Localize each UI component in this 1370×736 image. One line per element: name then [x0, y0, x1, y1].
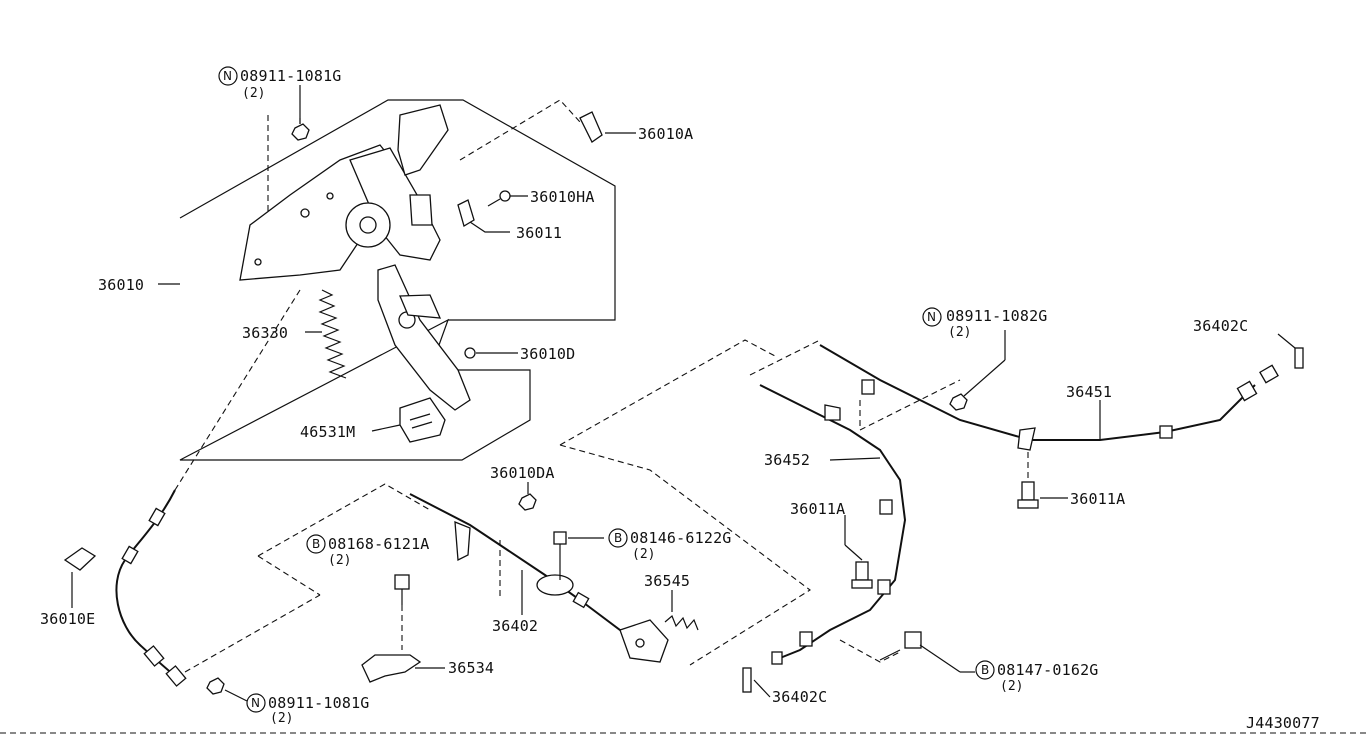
bolt-08146 [553, 531, 604, 580]
label-36452: 36452 [764, 451, 810, 469]
leader-36452 [829, 457, 881, 461]
callout-08168-6121a: B 08168-6121A (2) [306, 534, 430, 568]
part-number: 08911-1081G [268, 694, 370, 712]
leader-08911-1082g-b [963, 359, 1006, 397]
nut-36010d [464, 347, 476, 359]
return-spring [318, 289, 347, 379]
clip-36402c-top [1294, 347, 1304, 369]
pedal-arm [377, 264, 471, 411]
label-36402c-top: 36402C [1193, 317, 1248, 335]
label-36010: 36010 [98, 276, 144, 294]
part-number: 08911-1082G [946, 307, 1048, 325]
quantity: (2) [1000, 679, 1023, 694]
rear-cable-36451 [819, 344, 1256, 441]
rear-cable-fittings [771, 364, 1279, 665]
dashed-mid-frame [257, 444, 811, 666]
label-36010e: 36010E [40, 610, 95, 628]
callout-prefix: B [981, 663, 989, 677]
label-36402c-bottom: 36402C [772, 688, 827, 706]
part-number: 08168-6121A [328, 535, 430, 553]
callout-08911-1081g-bottom: N 08911-1081G (2) [246, 693, 370, 726]
spring-36545 [664, 614, 699, 631]
label-46531m: 46531M [300, 423, 355, 441]
leader-36402c-top [1277, 333, 1296, 349]
dashed-link-left [184, 594, 321, 673]
label-36402: 36402 [492, 617, 538, 635]
callout-prefix: N [251, 696, 260, 710]
quantity: (2) [328, 553, 351, 568]
label-36010a: 36010A [638, 125, 693, 143]
bolt-36011a-right [1017, 452, 1068, 509]
n-circle-icon [922, 307, 942, 327]
leader-46531m [371, 424, 401, 432]
nut-36010da [518, 493, 537, 511]
dashed-rear-frame [559, 339, 961, 446]
nut-08911-top [291, 123, 310, 141]
bolt-08147 [839, 631, 975, 673]
pedal-pad [399, 397, 446, 443]
label-36010d: 36010D [520, 345, 575, 363]
clip-36010e [63, 547, 97, 608]
callout-prefix: B [614, 531, 622, 545]
b-circle-icon [975, 660, 995, 680]
label-36011: 36011 [516, 224, 562, 242]
label-36011a-right: 36011A [1070, 490, 1125, 508]
clip-36402c-bottom [742, 667, 752, 693]
callout-prefix: N [927, 310, 936, 324]
quantity: (2) [270, 711, 293, 726]
label-36010da: 36010DA [490, 464, 555, 482]
label-36330: 36330 [242, 324, 288, 342]
label-36451: 36451 [1066, 383, 1112, 401]
pedal-bracket [239, 104, 449, 281]
label-36011a-left: 36011A [790, 500, 845, 518]
callout-08147-0162g: B 08147-0162G (2) [975, 660, 1099, 694]
label-36545: 36545 [644, 572, 690, 590]
part-number: 08146-6122G [630, 529, 732, 547]
leader-36402c-bottom [753, 679, 771, 698]
callout-08911-1081g-top: N 08911-1081G (2) [218, 66, 342, 101]
quantity: (2) [242, 86, 265, 101]
clip-36011 [457, 190, 528, 233]
quantity: (2) [632, 547, 655, 562]
cable-fittings-left [121, 507, 187, 687]
b-circle-icon [608, 528, 628, 548]
nut-08911-1082g [949, 393, 968, 411]
leader-08911-bottom [224, 689, 248, 702]
b-circle-icon [306, 534, 326, 554]
quantity: (2) [948, 325, 971, 340]
callout-08146-6122g: B 08146-6122G (2) [608, 528, 732, 562]
bolt-36010a [579, 111, 636, 143]
callout-prefix: B [312, 537, 320, 551]
part-number: 08147-0162G [997, 661, 1099, 679]
bolt-08168 [394, 574, 410, 605]
label-36010ha: 36010HA [530, 188, 595, 206]
n-circle-icon [246, 693, 266, 713]
callout-08911-1082g: N 08911-1082G (2) [922, 307, 1048, 340]
middle-cable-parts [454, 521, 669, 663]
bracket-36534 [361, 654, 422, 683]
label-36534: 36534 [448, 659, 494, 677]
bolt-36011a-left [844, 515, 873, 589]
part-number: 08911-1081G [240, 67, 342, 85]
n-circle-icon [218, 66, 238, 86]
callout-prefix: N [223, 69, 232, 83]
diagram-id: J4430077 [1246, 714, 1320, 732]
rear-cable-36452 [759, 384, 907, 661]
nut-08911-bottom [206, 677, 225, 695]
